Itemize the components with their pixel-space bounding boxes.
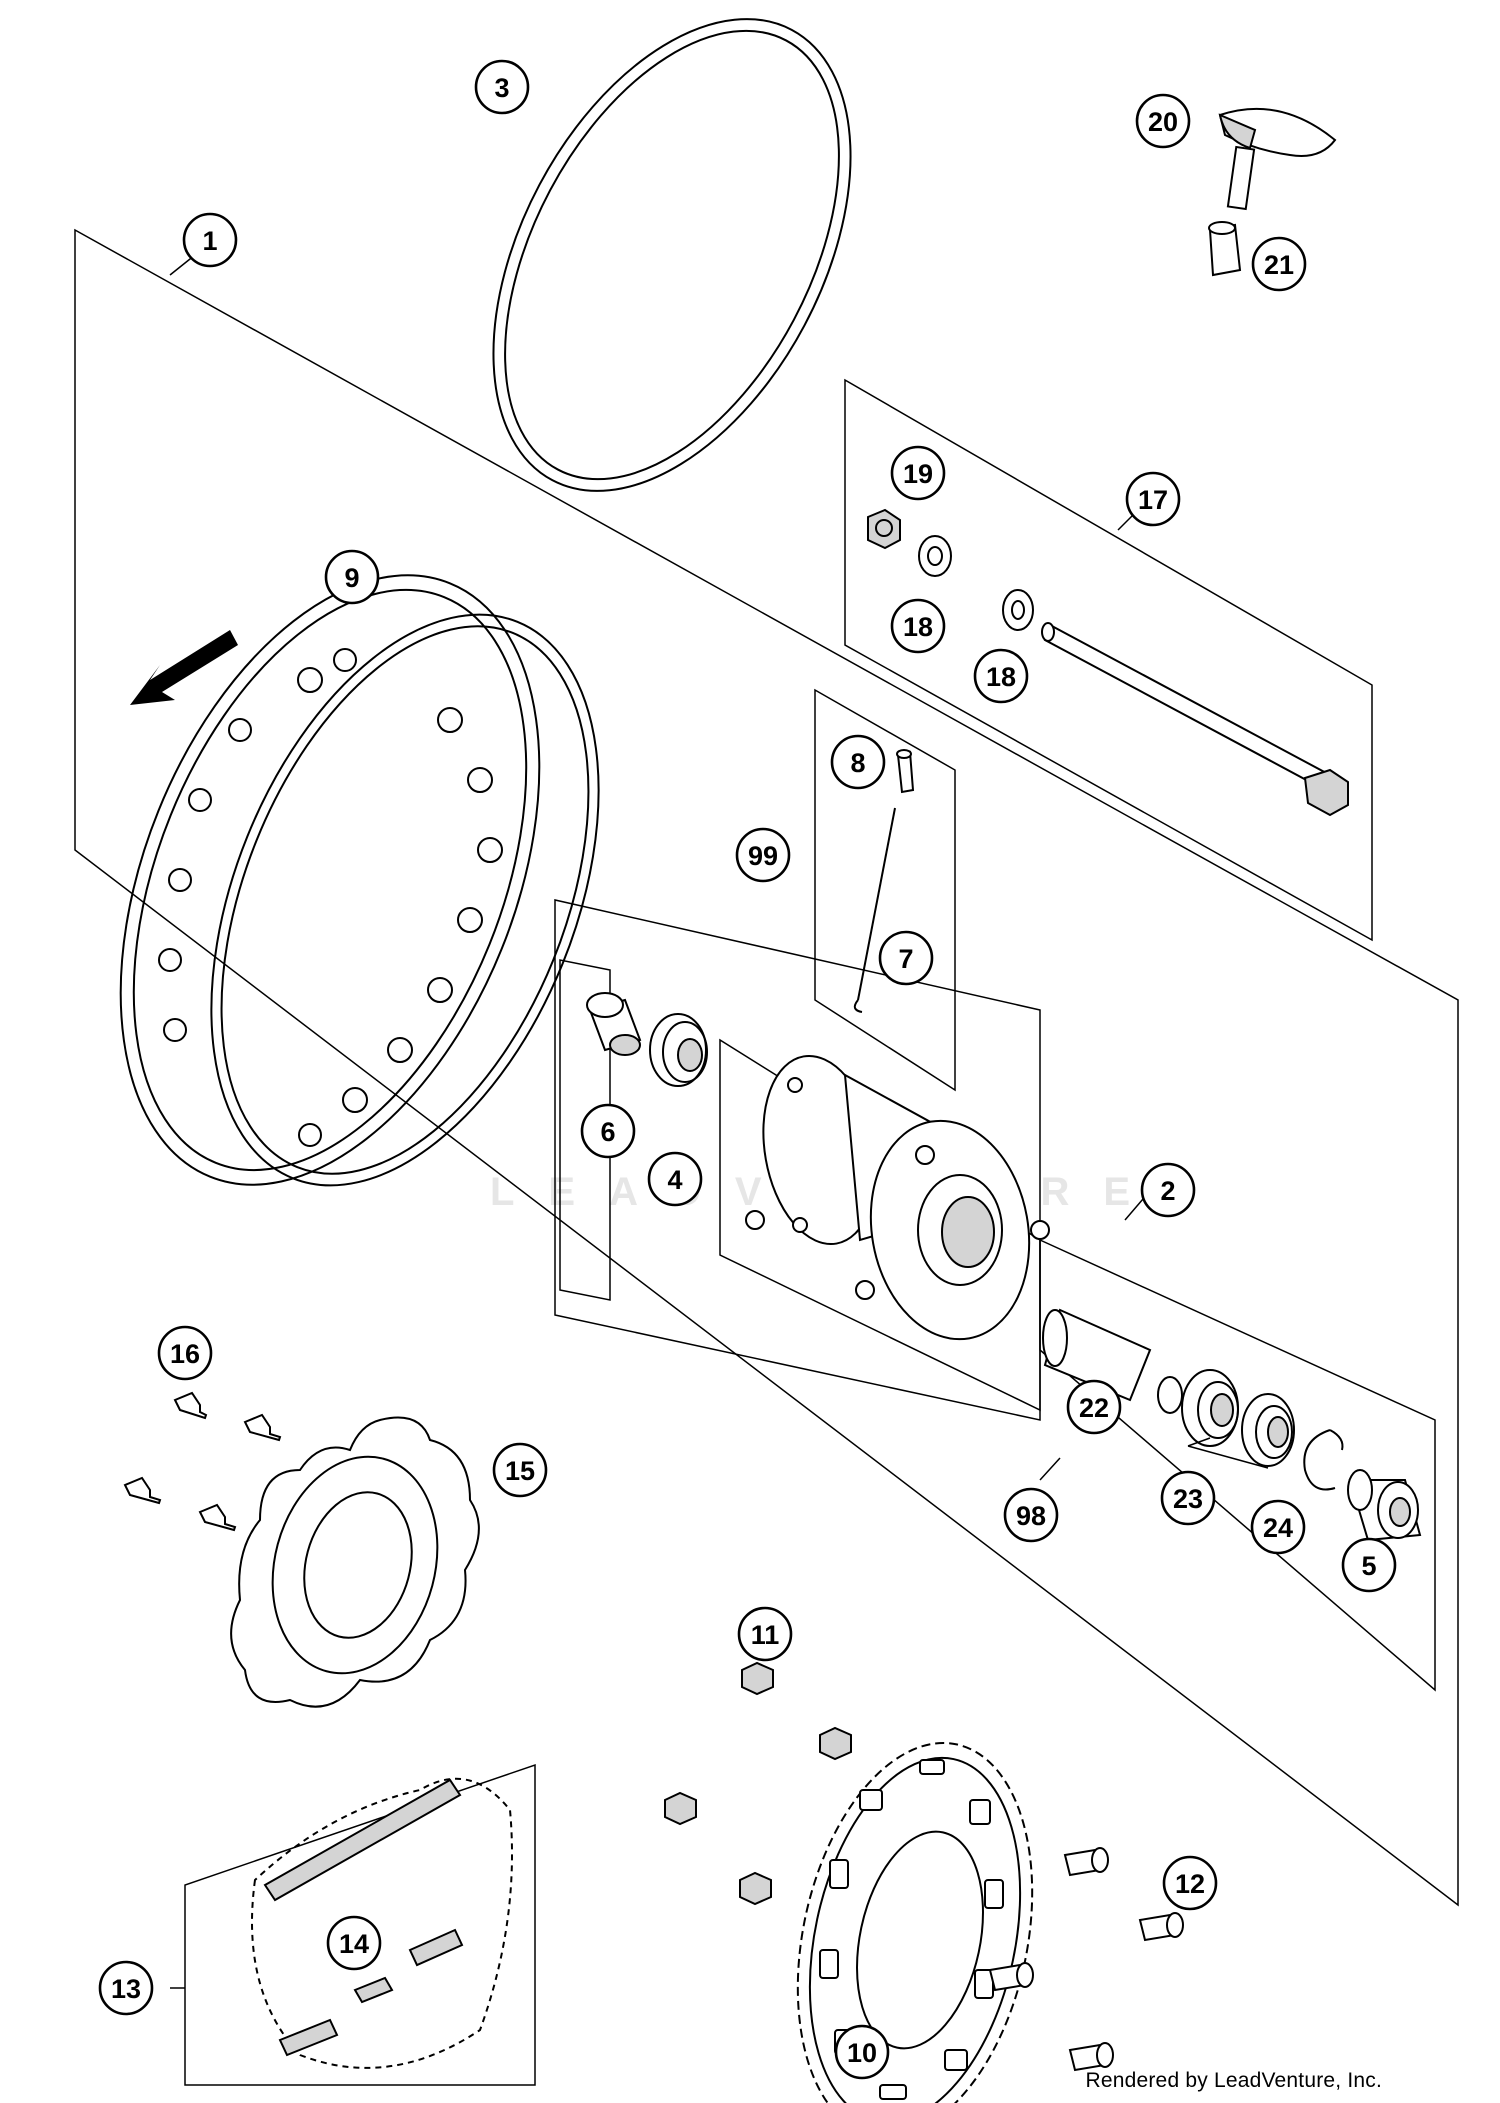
svg-text:11: 11 — [751, 1620, 780, 1650]
callout-21: 21 — [1251, 236, 1307, 292]
washer-18b — [1002, 589, 1034, 631]
spacer-5 — [1347, 1469, 1422, 1542]
svg-text:5: 5 — [1361, 1551, 1376, 1581]
callout-19: 19 — [890, 445, 946, 501]
callout-6: 6 — [580, 1103, 636, 1159]
svg-text:10: 10 — [847, 2038, 877, 2068]
hub-2 — [745, 1054, 1050, 1341]
svg-text:3: 3 — [494, 73, 509, 103]
svg-text:21: 21 — [1264, 250, 1294, 280]
callout-16: 16 — [157, 1325, 213, 1381]
spoke-7 — [853, 807, 896, 1013]
callout-2: 2 — [1140, 1162, 1196, 1218]
axle-17 — [1041, 622, 1349, 817]
rim-tape-3 — [492, 18, 852, 492]
svg-text:8: 8 — [850, 748, 865, 778]
distance-sleeve-22 — [1042, 1308, 1152, 1402]
svg-text:19: 19 — [903, 459, 933, 489]
washer-18a — [918, 535, 952, 577]
callout-98: 98 — [1003, 1487, 1059, 1543]
callout-5: 5 — [1341, 1537, 1397, 1593]
callout-10: 10 — [834, 2024, 890, 2080]
callout-23: 23 — [1160, 1470, 1216, 1526]
assembly-frame-1 — [74, 228, 1459, 1907]
svg-text:23: 23 — [1173, 1484, 1203, 1514]
bearing-frame-98 — [1039, 1238, 1436, 1692]
sprocket-nuts-11 — [664, 1661, 852, 1906]
bearing-4 — [649, 1013, 708, 1087]
hub-inner-frame — [559, 959, 611, 1301]
callout-1: 1 — [182, 212, 238, 268]
svg-text:17: 17 — [1138, 485, 1168, 515]
spacer-6 — [586, 992, 642, 1056]
callout-8: 8 — [830, 734, 886, 790]
svg-text:9: 9 — [344, 563, 359, 593]
svg-text:15: 15 — [505, 1456, 535, 1486]
callout-7: 7 — [878, 930, 934, 986]
sprocket-10 — [796, 1741, 1034, 2103]
hub-frame-2 — [554, 899, 1041, 1421]
svg-text:98: 98 — [1016, 1501, 1046, 1531]
axle-nut-19 — [867, 508, 901, 550]
brake-disc-15 — [230, 1416, 480, 1708]
callout-4: 4 — [647, 1151, 703, 1207]
svg-text:6: 6 — [600, 1117, 615, 1147]
chain-14 — [251, 1777, 513, 2069]
spoke-nipple-8 — [896, 749, 915, 794]
callout-3: 3 — [474, 59, 530, 115]
svg-text:99: 99 — [748, 841, 778, 871]
callout-17: 17 — [1125, 471, 1181, 527]
callout-14: 14 — [326, 1915, 382, 1971]
callout-18b: 18 — [973, 648, 1029, 704]
callout-11: 11 — [737, 1606, 793, 1662]
svg-text:1: 1 — [202, 226, 217, 256]
svg-text:13: 13 — [111, 1974, 141, 2004]
callout-18a: 18 — [890, 598, 946, 654]
svg-text:18: 18 — [903, 612, 933, 642]
svg-text:2: 2 — [1160, 1176, 1175, 1206]
callout-13: 13 — [98, 1960, 154, 2016]
svg-text:16: 16 — [170, 1339, 200, 1369]
callout-9: 9 — [324, 549, 380, 605]
bearing-23b — [1241, 1393, 1295, 1467]
svg-text:14: 14 — [339, 1929, 369, 1959]
rotation-direction-arrow — [130, 630, 238, 705]
rim-9 — [119, 574, 600, 1187]
callout-24: 24 — [1250, 1499, 1306, 1555]
disc-screws-16 — [123, 1391, 282, 1532]
o-ring — [1157, 1376, 1183, 1414]
callout-12: 12 — [1162, 1855, 1218, 1911]
callout-22: 22 — [1066, 1379, 1122, 1435]
bearing-23a — [1181, 1369, 1239, 1447]
axle-frame-17 — [844, 378, 1373, 942]
svg-text:22: 22 — [1079, 1393, 1109, 1423]
callout-20: 20 — [1135, 93, 1191, 149]
callout-99: 99 — [735, 827, 791, 883]
svg-text:18: 18 — [986, 662, 1016, 692]
callout-15: 15 — [492, 1442, 548, 1498]
valve-insert-21 — [1208, 221, 1242, 277]
rendered-by-footer: Rendered by LeadVenture, Inc. — [1085, 2069, 1382, 2092]
svg-text:20: 20 — [1148, 107, 1178, 137]
spoke-frame-99 — [814, 688, 956, 1092]
valve-tool-20 — [1218, 107, 1337, 211]
sprocket-bolts-12 — [988, 1847, 1184, 2072]
circlip-24 — [1303, 1429, 1344, 1491]
svg-text:24: 24 — [1263, 1513, 1293, 1543]
svg-text:7: 7 — [898, 944, 913, 974]
svg-text:4: 4 — [667, 1165, 682, 1195]
leader-lines — [169, 254, 1269, 1989]
svg-text:12: 12 — [1175, 1869, 1205, 1899]
